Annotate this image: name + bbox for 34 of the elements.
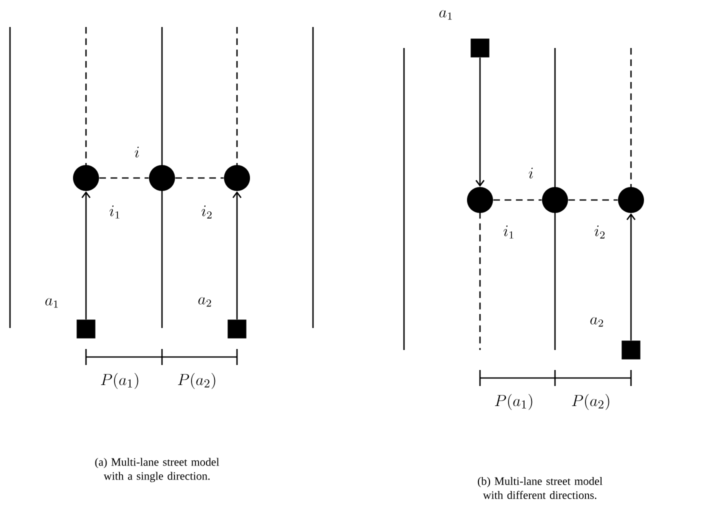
arrow — [232, 191, 242, 320]
connector-line — [568, 199, 618, 201]
node-label: $i$ — [528, 168, 533, 178]
agent-square — [470, 38, 490, 58]
intersection-dot — [467, 187, 493, 213]
connector-line — [99, 177, 149, 179]
dimension-label: $P(a_1)$ — [101, 373, 138, 390]
intersection-dot — [149, 165, 175, 191]
dimension-label: $P(a_2)$ — [178, 373, 216, 390]
node-label: $i_2$ — [202, 206, 212, 218]
intersection-dot — [224, 165, 250, 191]
node-label: $i$ — [134, 146, 139, 158]
arrow — [626, 213, 636, 340]
connector-line — [175, 177, 224, 179]
node-label: $a_2$ — [198, 297, 212, 307]
connector-line — [493, 199, 542, 201]
node-label: $i_2$ — [594, 226, 605, 238]
dimension-label: $P(a_1)$ — [495, 394, 532, 410]
intersection-dot — [73, 165, 99, 191]
intersection-dot — [542, 187, 568, 213]
node-label: $i_1$ — [504, 226, 514, 238]
agent-square — [622, 340, 640, 360]
agent-square — [76, 320, 96, 338]
intersection-dot — [618, 187, 644, 213]
node-label: $a_2$ — [590, 317, 604, 327]
arrow — [475, 58, 485, 187]
node-label: $a_1$ — [439, 10, 452, 20]
node-label: $i_1$ — [110, 206, 120, 218]
node-label: $a_1$ — [45, 298, 58, 308]
subfigure-caption: (b) Multi-lane street model with different directions. — [478, 477, 602, 500]
dimension-label: $P(a_2)$ — [572, 394, 610, 410]
arrow — [81, 191, 91, 320]
agent-square — [228, 320, 246, 338]
subfigure-caption: (a) Multi-lane street model with a single direction. — [95, 458, 220, 482]
